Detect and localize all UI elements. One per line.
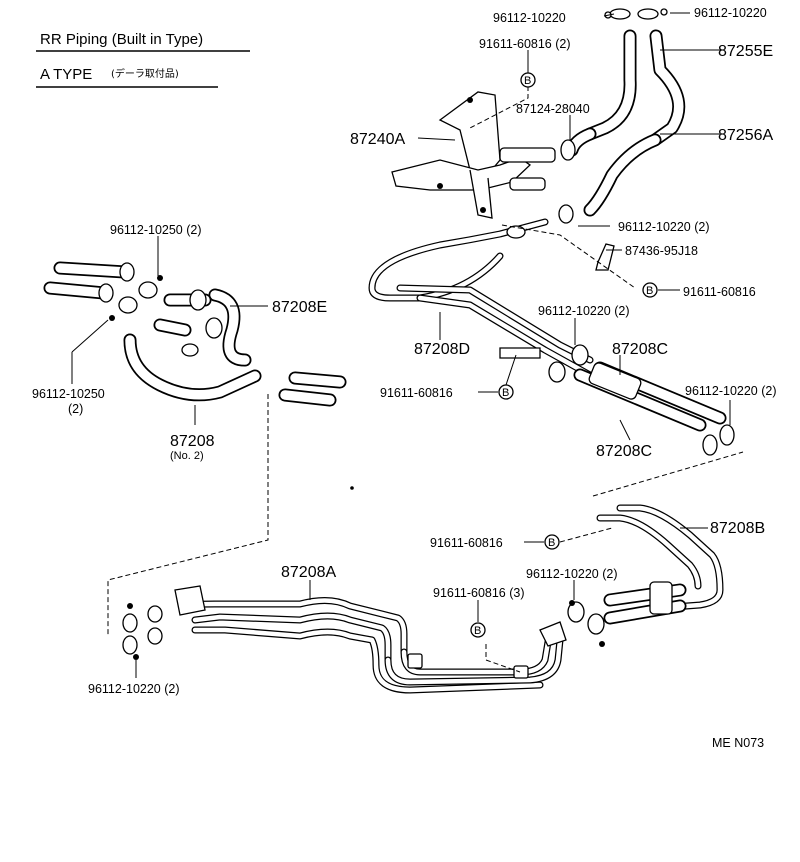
svg-text:B: B bbox=[524, 75, 531, 87]
dashed-guides bbox=[107, 86, 744, 673]
svg-text:B: B bbox=[646, 285, 653, 297]
svg-text:B: B bbox=[474, 625, 481, 637]
bracket-87240A bbox=[391, 91, 556, 219]
label-96112-10250-2: 96112-10250 (2) bbox=[110, 223, 202, 237]
label-87256A: 87256A bbox=[718, 127, 773, 144]
label-87208C-bot: 87208C bbox=[596, 443, 652, 460]
label-87208C-top: 87208C bbox=[612, 341, 668, 358]
pipe-87208B bbox=[539, 504, 724, 647]
label-91611-60816-mid: 91611-60816 bbox=[380, 386, 453, 400]
hose-87255E bbox=[583, 29, 686, 147]
vehicle-pipes-mid bbox=[278, 371, 347, 407]
pipe-87208A bbox=[122, 585, 564, 694]
label-87240A: 87240A bbox=[350, 131, 405, 148]
label-91611-60816-2: 91611-60816 (2) bbox=[479, 37, 571, 51]
pipe-87208C bbox=[548, 344, 735, 456]
hose-87256A bbox=[565, 127, 662, 217]
label-87208D: 87208D bbox=[414, 341, 470, 358]
callout-labels: 96112-10220 96112-10220 91611-60816 (2) … bbox=[32, 6, 777, 750]
b-markers: B B B B B bbox=[470, 72, 658, 638]
b-marker-1: B bbox=[520, 72, 536, 88]
label-96112-10220-2-b: 96112-10220 (2) bbox=[538, 304, 630, 318]
label-87208-no2: (No. 2) bbox=[170, 450, 204, 462]
label-91611-60816-3: 91611-60816 (3) bbox=[433, 586, 525, 600]
header-title: RR Piping (Built in Type) bbox=[40, 31, 203, 48]
label-96112-10220-2-e: 96112-10220 (2) bbox=[88, 682, 180, 696]
stray-dot bbox=[350, 486, 354, 490]
b-marker-4: B bbox=[544, 534, 560, 550]
pipe-87208D bbox=[368, 218, 594, 379]
label-87208B: 87208B bbox=[710, 520, 765, 537]
b-marker-2: B bbox=[642, 282, 658, 298]
label-96112-10250: 96112-10250 bbox=[32, 387, 105, 401]
label-87436-95J18: 87436-95J18 bbox=[625, 244, 698, 258]
b-marker-5: B bbox=[470, 622, 486, 638]
label-87208: 87208 bbox=[170, 433, 215, 450]
label-87208A: 87208A bbox=[281, 564, 336, 581]
label-96112-10220-2-a: 96112-10220 (2) bbox=[618, 220, 710, 234]
b-marker-3: B bbox=[498, 384, 514, 400]
label-96112-10220-2-c: 96112-10220 (2) bbox=[685, 384, 777, 398]
label-96112-10220-tr: 96112-10220 bbox=[694, 6, 767, 20]
hose-87208-no2 bbox=[123, 318, 262, 402]
label-91611-60816-low: 91611-60816 bbox=[430, 536, 503, 550]
label-87208E: 87208E bbox=[272, 299, 327, 316]
diagram-header: RR Piping (Built in Type) A TYPE (デーラ取付品… bbox=[36, 31, 250, 88]
leader-lines bbox=[71, 12, 731, 678]
label-96112-10250-qty: (2) bbox=[68, 402, 83, 416]
clamps-top bbox=[558, 8, 668, 224]
svg-text:B: B bbox=[502, 387, 509, 399]
label-96112-10220-2-d: 96112-10220 (2) bbox=[526, 567, 618, 581]
label-91611-60816-r: 91611-60816 bbox=[683, 285, 756, 299]
label-87255E: 87255E bbox=[718, 43, 773, 60]
svg-text:B: B bbox=[548, 537, 555, 549]
header-type: A TYPE bbox=[40, 66, 92, 83]
header-type-note: (デーラ取付品) bbox=[111, 67, 179, 80]
hose-87208E bbox=[163, 288, 252, 367]
clip-87436 bbox=[595, 243, 615, 271]
vehicle-pipes-left bbox=[43, 261, 163, 321]
footer-code: ME N073 bbox=[712, 736, 764, 750]
label-87124-28040: 87124-28040 bbox=[516, 102, 590, 116]
label-96112-10220-tl: 96112-10220 bbox=[493, 11, 566, 25]
